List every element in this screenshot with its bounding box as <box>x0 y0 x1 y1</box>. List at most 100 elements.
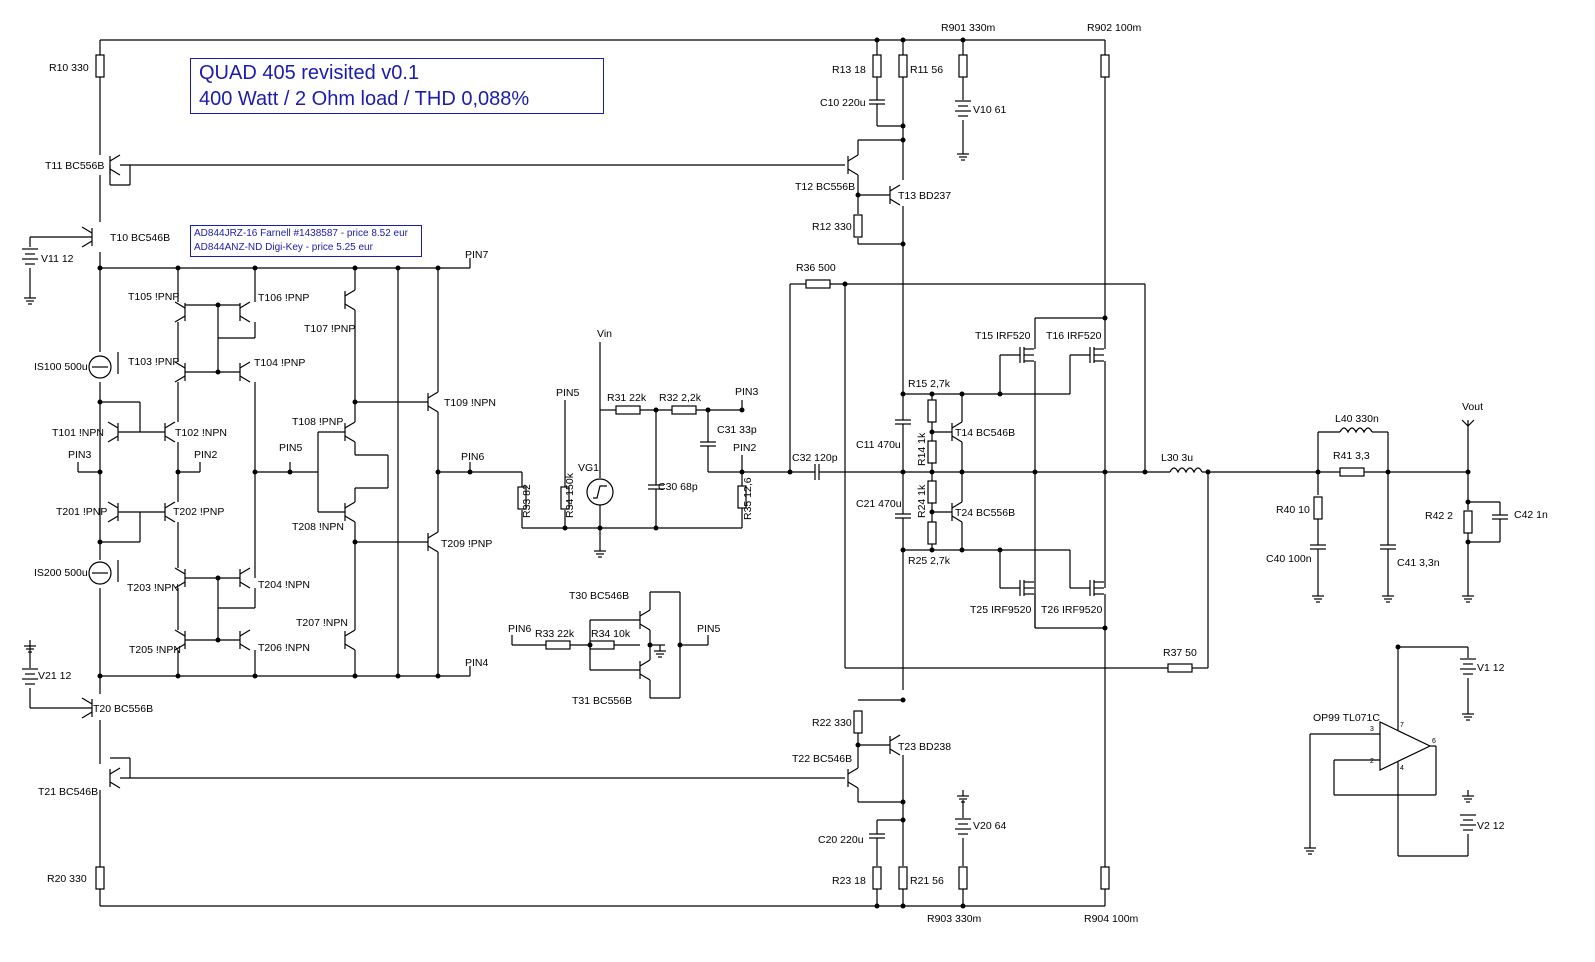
label-R25: R25 2,7k <box>908 555 951 567</box>
label-pin5-mid: PIN5 <box>556 387 580 399</box>
transistor-T11 <box>109 154 121 176</box>
battery-V20 <box>954 818 972 835</box>
capacitor-C21 <box>894 513 912 519</box>
label-T20: T20 BC556B <box>93 703 153 715</box>
resistor-R24 <box>927 480 937 504</box>
input-stage <box>77 268 318 676</box>
resistor-R33b <box>545 640 571 650</box>
label-opamp-pin3: 3 <box>1370 726 1374 733</box>
resistor-R902 <box>1100 54 1110 78</box>
transistor-T106 <box>239 301 251 323</box>
resistor-R11 <box>898 54 908 78</box>
label-C32: C32 120p <box>792 452 838 464</box>
label-T26: T26 IRF9520 <box>1041 604 1102 616</box>
label-T15: T15 IRF520 <box>975 330 1031 342</box>
label-T109: T109 !NPN <box>444 397 496 409</box>
label-IS200: IS200 500u <box>34 567 88 579</box>
resistor-R40 <box>1313 496 1323 520</box>
label-pin2-mid: PIN2 <box>733 442 757 454</box>
label-C41: C41 3,3n <box>1397 557 1440 569</box>
label-R33: R33 82 <box>521 484 533 518</box>
resistor-R31 <box>615 405 641 415</box>
label-T11: T11 BC556B <box>45 160 104 172</box>
label-T106: T106 !PNP <box>258 292 309 304</box>
capacitor-C42 <box>1491 514 1509 520</box>
label-T14: T14 BC546B <box>955 427 1015 439</box>
label-R36: R36 500 <box>796 262 836 274</box>
ground-icon <box>1303 841 1317 855</box>
label-T102: T102 !NPN <box>175 427 227 439</box>
battery-V1 <box>1459 658 1477 675</box>
label-opamp-pin4: 4 <box>1400 765 1404 772</box>
label-C21: C21 470u <box>856 498 902 510</box>
label-VG1: VG1 <box>578 462 599 474</box>
label-T209: T209 !PNP <box>441 538 492 550</box>
label-pin6-prot: PIN6 <box>508 623 532 635</box>
label-R904: R904 100m <box>1084 913 1139 925</box>
label-T13: T13 BD237 <box>898 190 951 202</box>
label-pin7: PIN7 <box>465 249 489 261</box>
capacitor-C41 <box>1379 544 1397 550</box>
signal-generator-VG1 <box>586 478 614 506</box>
inductor-L30 <box>1169 467 1203 474</box>
transistor-T101 <box>107 421 119 443</box>
opamp-OP99 <box>1379 721 1432 771</box>
label-R42: R42 2 <box>1425 510 1453 522</box>
label-V20: V20 64 <box>973 820 1006 832</box>
transistor-T12 <box>847 154 859 176</box>
transistor-T109 <box>427 391 439 413</box>
label-T12: T12 BC556B <box>795 181 855 193</box>
ground-icon <box>653 644 667 658</box>
transistor-T30 <box>639 609 651 631</box>
battery-V21 <box>21 668 39 685</box>
resistor-R42 <box>1463 510 1473 534</box>
resistor-R37 <box>1167 663 1193 673</box>
label-T16: T16 IRF520 <box>1046 330 1102 342</box>
label-C11: C11 470u <box>856 439 901 451</box>
transistor-T102 <box>164 421 176 443</box>
resistor-R901 <box>958 54 968 78</box>
label-R11: R11 56 <box>910 64 943 76</box>
wires-rails <box>99 39 1106 907</box>
mosfet-T16 <box>1089 346 1105 364</box>
transistor-T209 <box>427 531 439 553</box>
capacitor-C31 <box>699 441 717 447</box>
resistor-R36 <box>805 279 831 289</box>
capacitor-C32 <box>814 463 820 481</box>
transistor-T31 <box>639 659 651 681</box>
label-R20: R20 330 <box>47 873 87 885</box>
note-line-2: AD844ANZ-ND Digi-Key - price 5.25 eur <box>194 242 373 253</box>
transistor-T208 <box>344 501 356 523</box>
ground-icon <box>1381 589 1395 603</box>
label-opamp-pin2: 2 <box>1370 758 1374 765</box>
capacitor-C11 <box>894 419 912 425</box>
note-line-1: AD844JRZ-16 Farnell #1438587 - price 8.5… <box>194 228 409 239</box>
opamp-block <box>1303 646 1477 857</box>
bias-chain-bottom <box>21 639 845 890</box>
label-R12: R12 330 <box>812 221 852 233</box>
label-V21: V21 12 <box>38 670 71 682</box>
label-R901: R901 330m <box>941 22 996 34</box>
label-L40: L40 330n <box>1335 413 1379 425</box>
label-L30: L30 3u <box>1161 452 1193 464</box>
label-vout: Vout <box>1462 401 1483 413</box>
label-T24: T24 BC556B <box>955 507 1015 519</box>
label-T202: T202 !PNP <box>173 506 224 518</box>
label-R23: R23 18 <box>832 875 866 887</box>
ground-icon <box>956 147 970 161</box>
label-opamp-pin7: 7 <box>1400 722 1404 729</box>
ground-icon <box>593 544 607 558</box>
label-R33b: R33 22k <box>535 628 575 640</box>
label-T204: T204 !NPN <box>258 579 310 591</box>
label-IS100: IS100 500u <box>34 361 88 373</box>
label-R902: R902 100m <box>1087 22 1142 34</box>
output-terminal <box>1461 419 1475 427</box>
label-R24: R24 1k <box>916 484 928 518</box>
mosfet-T26 <box>1089 579 1105 597</box>
label-R34b: R34 10k <box>591 628 631 640</box>
label-T108: T108 !PNP <box>292 416 343 428</box>
label-C40: C40 100n <box>1266 553 1312 565</box>
transistor-T104 <box>239 361 251 383</box>
label-R22: R22 330 <box>812 717 852 729</box>
input-network <box>517 342 815 558</box>
